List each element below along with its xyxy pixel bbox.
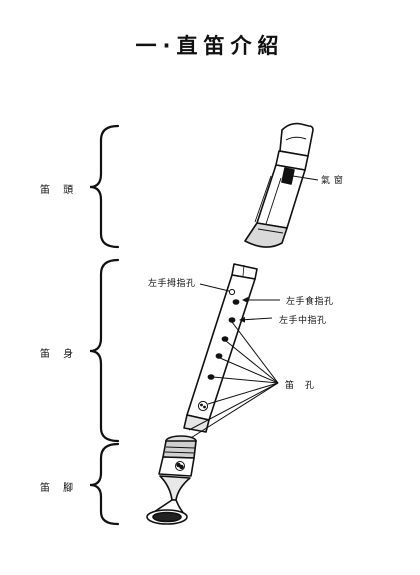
label-head: 笛 頭 — [40, 185, 79, 196]
callout-left-thumb-hole: 左手拇指孔 — [148, 279, 196, 289]
recorder-head — [244, 122, 314, 248]
recorder-foot — [146, 435, 197, 525]
callout-air-window: 氣 窗 — [321, 176, 344, 186]
left-thumb-hole-icon — [228, 288, 236, 296]
air-window-icon — [281, 167, 295, 185]
label-body: 笛 身 — [40, 349, 79, 360]
brace-foot — [89, 442, 120, 526]
brace-body — [89, 258, 120, 443]
finger-hole-callout-lines — [185, 321, 279, 442]
brace-head — [89, 124, 120, 249]
callout-left-index-hole: 左手食指孔 — [286, 297, 334, 307]
callout-left-middle-hole: 左手中指孔 — [279, 316, 327, 326]
finger-holes — [197, 299, 240, 412]
callout-finger-holes: 笛 孔 — [285, 381, 318, 391]
label-foot: 笛 腳 — [40, 483, 79, 494]
page-title: 一·直笛介紹 — [135, 34, 285, 58]
